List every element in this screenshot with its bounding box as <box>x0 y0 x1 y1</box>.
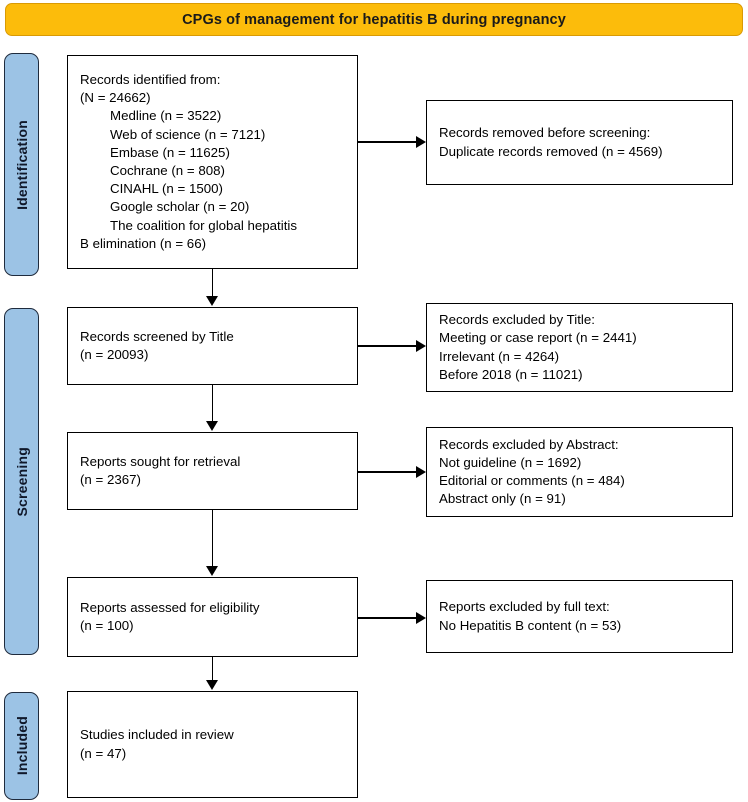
connector-identified-to-screened <box>211 269 214 297</box>
box-records-screened: Records screened by Title (n = 20093) <box>67 307 358 385</box>
box-records-excluded-title: Records excluded by Title: Meeting or ca… <box>426 303 733 392</box>
source-coalition-line2: B elimination (n = 66) <box>80 235 207 251</box>
connector-eligibility-to-included <box>211 657 214 681</box>
box-reports-sought: Reports sought for retrieval (n = 2367) <box>67 432 358 510</box>
arrowhead-identified-to-screened <box>206 296 218 306</box>
box-reports-assessed-eligibility: Reports assessed for eligibility (n = 10… <box>67 577 358 657</box>
records-removed-duplicates: Duplicate records removed (n = 4569) <box>439 143 663 159</box>
stage-tab-included: Included <box>4 692 39 800</box>
reports-eligibility-heading: Reports assessed for eligibility <box>80 599 260 615</box>
reports-sought-heading: Reports sought for retrieval <box>80 453 241 469</box>
source-coalition-line1: The coalition for global hepatitis <box>110 217 298 233</box>
box-reports-excluded-fulltext: Reports excluded by full text: No Hepati… <box>426 580 733 653</box>
box-records-identified: Records identified from: (N = 24662) Med… <box>67 55 358 269</box>
connector-screened-to-excluded-title <box>358 345 418 347</box>
source-cinahl: CINAHL (n = 1500) <box>110 181 223 197</box>
excluded-abstract-reason-not-guideline: Not guideline (n = 1692) <box>439 454 582 470</box>
arrowhead-sought-to-eligibility <box>206 566 218 576</box>
source-cochrane: Cochrane (n = 808) <box>110 163 225 178</box>
records-removed-heading: Records removed before screening: <box>439 125 651 141</box>
excluded-fulltext-heading: Reports excluded by full text: <box>439 599 610 615</box>
diagram-title-text: CPGs of management for hepatitis B durin… <box>182 11 566 28</box>
connector-sought-to-eligibility <box>211 510 214 567</box>
excluded-title-reason-before-2018: Before 2018 (n = 11021) <box>439 366 583 382</box>
excluded-abstract-reason-abstract-only: Abstract only (n = 91) <box>439 491 566 507</box>
stage-tab-screening: Screening <box>4 308 39 655</box>
box-records-removed: Records removed before screening: Duplic… <box>426 100 733 185</box>
excluded-abstract-heading: Records excluded by Abstract: <box>439 436 619 452</box>
source-web-of-science: Web of science (n = 7121) <box>110 126 266 142</box>
connector-sought-to-excluded-abstract <box>358 471 418 473</box>
excluded-title-reason-irrelevant: Irrelevant (n = 4264) <box>439 348 560 364</box>
source-medline: Medline (n = 3522) <box>110 108 222 124</box>
stage-tab-included-label: Included <box>13 716 30 776</box>
stage-tab-identification-label: Identification <box>13 119 30 210</box>
diagram-title-banner: CPGs of management for hepatitis B durin… <box>5 3 743 36</box>
studies-included-count: (n = 47) <box>80 745 127 761</box>
records-screened-heading: Records screened by Title <box>80 328 234 344</box>
records-screened-count: (n = 20093) <box>80 347 149 362</box>
arrowhead-sought-to-excluded-abstract <box>416 465 426 478</box>
excluded-title-heading: Records excluded by Title: <box>439 312 595 328</box>
arrowhead-eligibility-to-included <box>206 680 218 690</box>
connector-eligibility-to-excluded-fulltext <box>358 617 418 619</box>
excluded-fulltext-reason-no-hbv: No Hepatitis B content (n = 53) <box>439 617 622 633</box>
excluded-title-reason-meeting: Meeting or case report (n = 2441) <box>439 330 637 346</box>
studies-included-heading: Studies included in review <box>80 727 234 743</box>
excluded-abstract-reason-editorial: Editorial or comments (n = 484) <box>439 473 625 488</box>
connector-identified-to-removed <box>358 141 418 143</box>
reports-eligibility-count: (n = 100) <box>80 618 134 633</box>
connector-screened-to-sought <box>211 385 214 422</box>
stage-tab-identification: Identification <box>4 53 39 276</box>
records-identified-total: (N = 24662) <box>80 90 151 106</box>
source-embase: Embase (n = 11625) <box>110 144 230 160</box>
reports-sought-count: (n = 2367) <box>80 472 141 487</box>
box-records-excluded-abstract: Records excluded by Abstract: Not guidel… <box>426 427 733 517</box>
arrowhead-eligibility-to-excluded-fulltext <box>416 611 426 624</box>
arrowhead-screened-to-sought <box>206 421 218 431</box>
records-identified-heading: Records identified from: <box>80 71 221 87</box>
box-studies-included: Studies included in review (n = 47) <box>67 691 358 798</box>
arrowhead-identified-to-removed <box>416 135 426 148</box>
stage-tab-screening-label: Screening <box>13 446 30 517</box>
source-google-scholar: Google scholar (n = 20) <box>110 199 250 215</box>
arrowhead-screened-to-excluded-title <box>416 339 426 352</box>
